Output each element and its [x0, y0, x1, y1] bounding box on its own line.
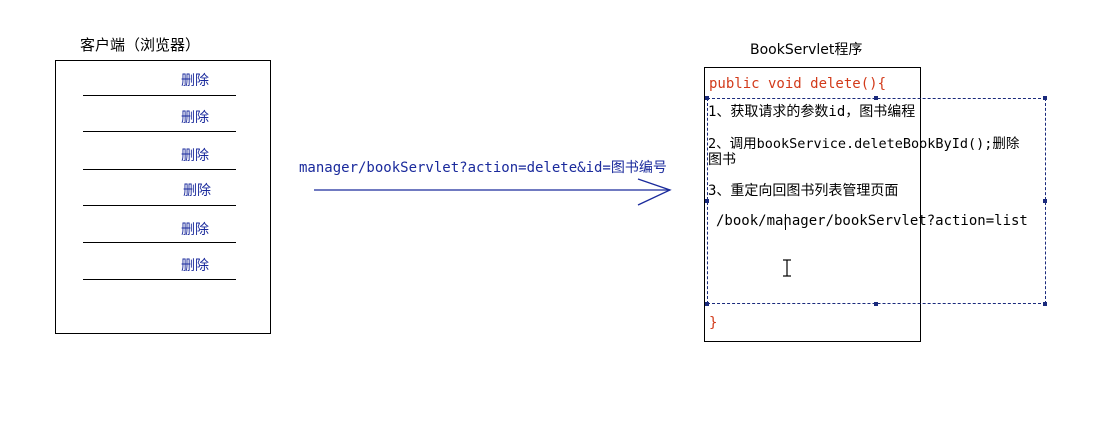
step-2-text-continued: 图书	[708, 152, 736, 168]
row-divider	[83, 279, 236, 280]
servlet-code-box	[704, 67, 921, 342]
row-divider	[83, 95, 236, 96]
row-divider	[83, 242, 236, 243]
servlet-title: BookServlet程序	[750, 42, 863, 58]
request-url: manager/bookServlet?action=delete&id=图书编…	[299, 160, 667, 176]
delete-link[interactable]: 删除	[181, 110, 209, 126]
step-3-text: 3、重定向回图书列表管理页面	[708, 183, 899, 199]
selection-handle[interactable]	[1043, 302, 1047, 306]
row-divider	[83, 169, 236, 170]
selection-handle[interactable]	[705, 199, 709, 203]
step-1-text: 1、获取请求的参数id，图书编程	[708, 104, 916, 120]
delete-link[interactable]: 删除	[183, 183, 211, 199]
selection-handle[interactable]	[705, 96, 709, 100]
delete-link[interactable]: 删除	[181, 148, 209, 164]
client-browser-box	[55, 60, 271, 334]
row-divider	[83, 205, 236, 206]
selection-handle[interactable]	[874, 96, 878, 100]
selection-handle[interactable]	[1043, 96, 1047, 100]
right-arrow-icon	[314, 178, 672, 206]
selection-handle[interactable]	[705, 302, 709, 306]
delete-link[interactable]: 删除	[181, 73, 209, 89]
redirect-url: /book/manager/bookServlet?action=list	[716, 213, 1028, 229]
closing-brace: }	[709, 315, 718, 331]
method-signature: public void delete(){	[709, 76, 887, 92]
selection-box[interactable]	[707, 98, 1046, 304]
row-divider	[83, 131, 236, 132]
selection-handle[interactable]	[874, 302, 878, 306]
client-title: 客户端（浏览器）	[80, 36, 201, 54]
delete-link[interactable]: 删除	[181, 222, 209, 238]
step-2-text: 2、调用bookService.deleteBookById();删除	[708, 136, 1020, 152]
text-cursor-icon	[783, 259, 791, 277]
text-caret	[785, 214, 786, 230]
selection-handle[interactable]	[1043, 199, 1047, 203]
delete-link[interactable]: 删除	[181, 258, 209, 274]
